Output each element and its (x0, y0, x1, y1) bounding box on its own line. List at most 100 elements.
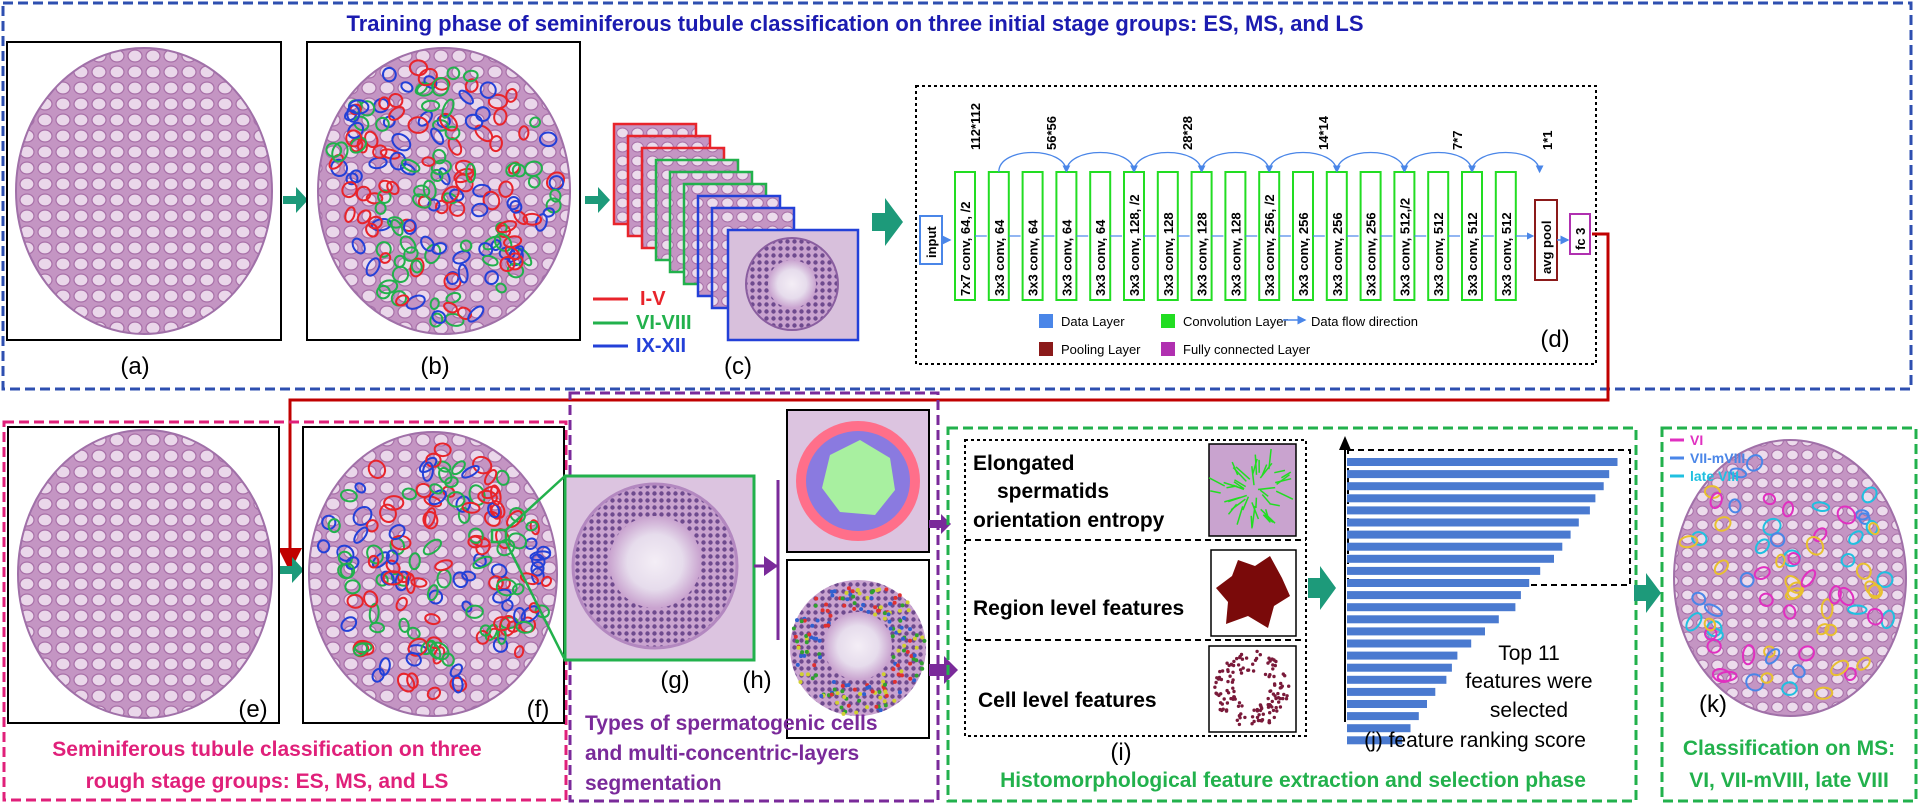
cell-dot (884, 693, 889, 698)
cell-point (1268, 703, 1273, 708)
cell-dot (908, 676, 913, 681)
conv-layer-label: 3x3 conv, 256, /2 (1262, 194, 1277, 296)
legend-pool-swatch (1039, 342, 1053, 356)
tubule-annotation (385, 549, 399, 565)
tubule-annotation (391, 133, 412, 152)
orientation-line (1250, 515, 1253, 529)
cell-dot (920, 635, 925, 640)
orientation-line (1232, 466, 1247, 482)
cell-point (1281, 696, 1285, 701)
tubule-annotation (411, 193, 432, 209)
cell-dot (878, 695, 883, 700)
orientation-line (1261, 464, 1268, 476)
testis-section-e (17, 429, 273, 719)
ranking-bar (1347, 579, 1530, 587)
arrow-i-j (1308, 566, 1336, 610)
tubule-annotation (381, 66, 397, 83)
conv-layer-label: 3x3 conv, 512 (1431, 212, 1446, 296)
tubule-annotation (421, 461, 434, 482)
cell-point (1239, 671, 1244, 675)
orientation-line (1254, 454, 1258, 475)
cell-dot (846, 683, 851, 687)
tubule-annotation (1706, 638, 1722, 654)
cell-dot (815, 618, 820, 623)
tubule-annotation (482, 235, 502, 251)
tubule-annotation (423, 495, 443, 508)
cell-point (1266, 696, 1270, 701)
orientation-line (1242, 496, 1250, 511)
orientation-line (1208, 477, 1226, 487)
tubule-annotation (1824, 623, 1838, 637)
tubule-annotation (445, 271, 460, 285)
tubule-annotation (340, 616, 358, 632)
ranking-bar (1347, 506, 1590, 515)
tubule-annotation (348, 99, 370, 115)
orientation-line (1268, 448, 1272, 470)
tubule-annotation (386, 216, 404, 229)
tubule-annotation (390, 218, 404, 237)
cell-point (1271, 708, 1276, 713)
tubule-annotation (495, 282, 507, 294)
ranking-bar (1347, 663, 1452, 672)
cell-dot (810, 623, 815, 628)
cell-dot (831, 680, 836, 684)
input-layer (919, 215, 943, 265)
ranking-bar (1347, 470, 1610, 479)
tubule-annotation (484, 270, 499, 286)
cell-dot (796, 645, 801, 650)
tubule-annotation (379, 503, 397, 523)
cell-dot (835, 691, 840, 696)
cell-dot (800, 650, 805, 655)
tubule-annotation (421, 156, 436, 167)
cell-point (1241, 666, 1245, 670)
tubule-annotation (434, 559, 453, 572)
legend-fc: Fully connected Layer (1183, 342, 1311, 357)
tubule-annotation (457, 263, 469, 284)
tubule-annotation (1711, 668, 1732, 683)
tubule-annotation (344, 579, 361, 595)
cells-title-line1: Types of spermatogenic cells (585, 712, 878, 735)
cell-point (1213, 685, 1217, 689)
tubule-annotation (367, 554, 380, 569)
cell-dot (908, 627, 912, 632)
tubule-annotation (538, 131, 558, 148)
layer-inner (822, 440, 895, 515)
tubule-annotation (1820, 598, 1834, 620)
cell-point (1255, 649, 1259, 654)
cell-dot (882, 616, 887, 621)
cell-dot (901, 636, 905, 641)
tubule-annotation (1758, 592, 1774, 607)
orientation-line (1261, 494, 1271, 505)
tubule-annotation (1787, 552, 1801, 566)
cell-dot (909, 654, 914, 659)
cell-dot (840, 596, 845, 601)
cell-point (1237, 722, 1242, 727)
tubule-annotation (461, 465, 480, 479)
cell-dot (914, 645, 919, 650)
tubule-annotation (349, 136, 367, 154)
tubule-annotation (438, 466, 453, 485)
orientation-line (1262, 514, 1271, 523)
tubule-annotation (1781, 501, 1795, 518)
tubule-annotation (341, 181, 358, 199)
tubule-annotation (472, 455, 493, 475)
cell-dot (894, 630, 899, 635)
legend-conv-swatch (1161, 314, 1175, 328)
ranking-bar (1347, 530, 1571, 539)
tubule-annotation (1764, 648, 1781, 665)
tubule-annotation (346, 593, 364, 609)
tubule-annotation (465, 604, 484, 619)
cell-dot (810, 676, 815, 681)
tubule-annotation (506, 195, 521, 211)
cell-dot (855, 588, 860, 593)
cell-point (1261, 712, 1266, 716)
tubule-annotation (1703, 603, 1723, 618)
tubule-annotation (503, 235, 523, 248)
cell-point (1226, 691, 1231, 695)
cell-dot (902, 643, 907, 648)
cell-dot (812, 663, 817, 668)
cell-point (1218, 701, 1223, 705)
tubule-annotation (339, 488, 358, 503)
final-title-line1: Classification on MS: (1683, 737, 1895, 760)
